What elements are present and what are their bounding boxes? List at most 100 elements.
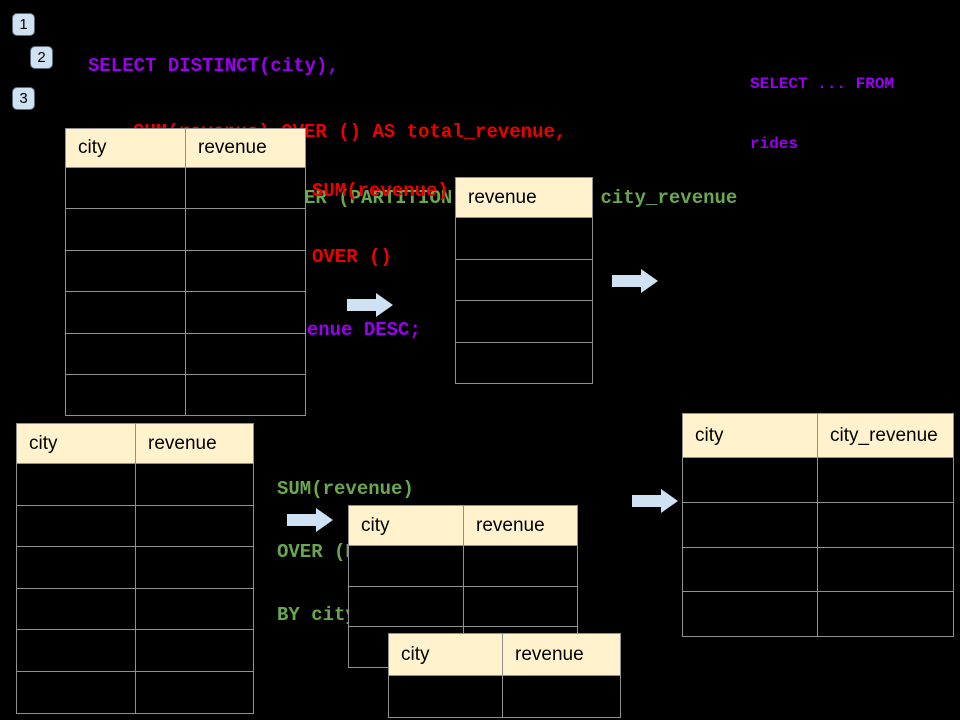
table-row	[17, 588, 254, 631]
table-cell	[136, 464, 254, 506]
table-cell	[66, 374, 186, 417]
table-cell	[503, 676, 621, 718]
table-cell	[818, 592, 954, 638]
arrow-right-icon	[632, 489, 678, 513]
table-row	[349, 586, 578, 628]
table-source-bottom: city revenue	[16, 423, 254, 714]
table-row	[66, 168, 306, 210]
column-header-city-revenue: city_revenue	[818, 414, 954, 458]
table-cell	[186, 209, 306, 251]
table-row	[683, 547, 954, 593]
table-row	[683, 502, 954, 548]
table-cell	[17, 505, 136, 548]
column-header-revenue: revenue	[136, 424, 254, 464]
table-row	[66, 292, 306, 334]
column-header-revenue: revenue	[186, 129, 306, 168]
table-cell	[349, 546, 464, 587]
table-cell	[683, 502, 818, 548]
table-header-row: city city_revenue	[683, 414, 954, 458]
table-row	[66, 333, 306, 375]
column-header-city: city	[66, 129, 186, 168]
table-header-row: city revenue	[389, 634, 621, 676]
table-header-row: revenue	[456, 178, 593, 218]
table-row	[456, 342, 593, 384]
table-cell	[136, 630, 254, 672]
table-cell	[818, 458, 954, 503]
table-cell	[186, 168, 306, 210]
table-cell	[66, 333, 186, 375]
step-badge-2: 2	[30, 46, 53, 69]
step-badge-1: 1	[12, 13, 35, 36]
table-row	[349, 546, 578, 587]
column-header-city: city	[349, 506, 464, 546]
table-cell	[136, 547, 254, 589]
table-source-top: city revenue	[65, 128, 306, 417]
table-cell	[456, 259, 593, 301]
table-row	[66, 209, 306, 251]
table-row	[17, 464, 254, 506]
side-note-line-1: SELECT ... FROM	[750, 75, 895, 93]
table-row	[456, 218, 593, 260]
table-row	[17, 671, 254, 714]
table-cell	[66, 292, 186, 334]
table-cell	[136, 671, 254, 714]
arrow-right-icon	[287, 508, 333, 532]
label-total-line-1: SUM(revenue)	[312, 180, 449, 202]
table-row	[17, 630, 254, 672]
table-row	[389, 676, 621, 718]
table-cell	[818, 502, 954, 548]
column-header-revenue: revenue	[503, 634, 621, 676]
table-header-row: city revenue	[66, 129, 306, 168]
table-total-revenue-result: revenue	[455, 177, 593, 384]
table-cell	[456, 301, 593, 343]
table-cell	[17, 464, 136, 506]
table-cell	[683, 547, 818, 593]
arrow-right-icon	[612, 269, 658, 293]
table-cell	[136, 505, 254, 548]
table-cell	[66, 168, 186, 210]
table-cell	[464, 586, 578, 628]
column-header-city: city	[389, 634, 503, 676]
table-row	[17, 505, 254, 548]
side-note-line-2: rides	[750, 135, 799, 153]
label-total-line-2: OVER ()	[312, 246, 392, 268]
table-cell	[456, 342, 593, 384]
table-cell	[17, 588, 136, 631]
table-header-row: city revenue	[349, 506, 578, 546]
table-row	[683, 458, 954, 503]
table-cell	[186, 292, 306, 334]
sql-line-select: SELECT DISTINCT(city),	[88, 55, 339, 77]
side-note-select-from-rides: SELECT ... FROM rides	[750, 34, 894, 174]
table-row	[456, 259, 593, 301]
column-header-city: city	[17, 424, 136, 464]
table-cell	[683, 592, 818, 638]
table-cell	[818, 547, 954, 593]
label-partition-line-1: SUM(revenue)	[277, 478, 414, 500]
table-row	[17, 547, 254, 589]
table-partition-overlap: city revenue	[388, 633, 621, 718]
table-cell	[66, 250, 186, 293]
table-cell	[186, 374, 306, 417]
table-city-revenue-result: city city_revenue	[682, 413, 954, 638]
table-cell	[349, 586, 464, 628]
table-cell	[389, 676, 503, 718]
table-cell	[17, 671, 136, 714]
table-row	[683, 592, 954, 638]
table-cell	[464, 546, 578, 587]
column-header-revenue: revenue	[464, 506, 578, 546]
table-cell	[186, 250, 306, 293]
table-row	[66, 374, 306, 417]
step-badge-3: 3	[12, 87, 35, 110]
table-cell	[456, 218, 593, 260]
table-header-row: city revenue	[17, 424, 254, 464]
label-sum-over-total: SUM(revenue) OVER ()	[312, 136, 449, 290]
table-cell	[66, 209, 186, 251]
column-header-revenue: revenue	[456, 178, 593, 218]
table-row	[66, 250, 306, 293]
table-cell	[186, 333, 306, 375]
table-cell	[136, 588, 254, 631]
table-cell	[683, 458, 818, 503]
table-row	[456, 301, 593, 343]
column-header-city: city	[683, 414, 818, 458]
arrow-right-icon	[347, 293, 393, 317]
